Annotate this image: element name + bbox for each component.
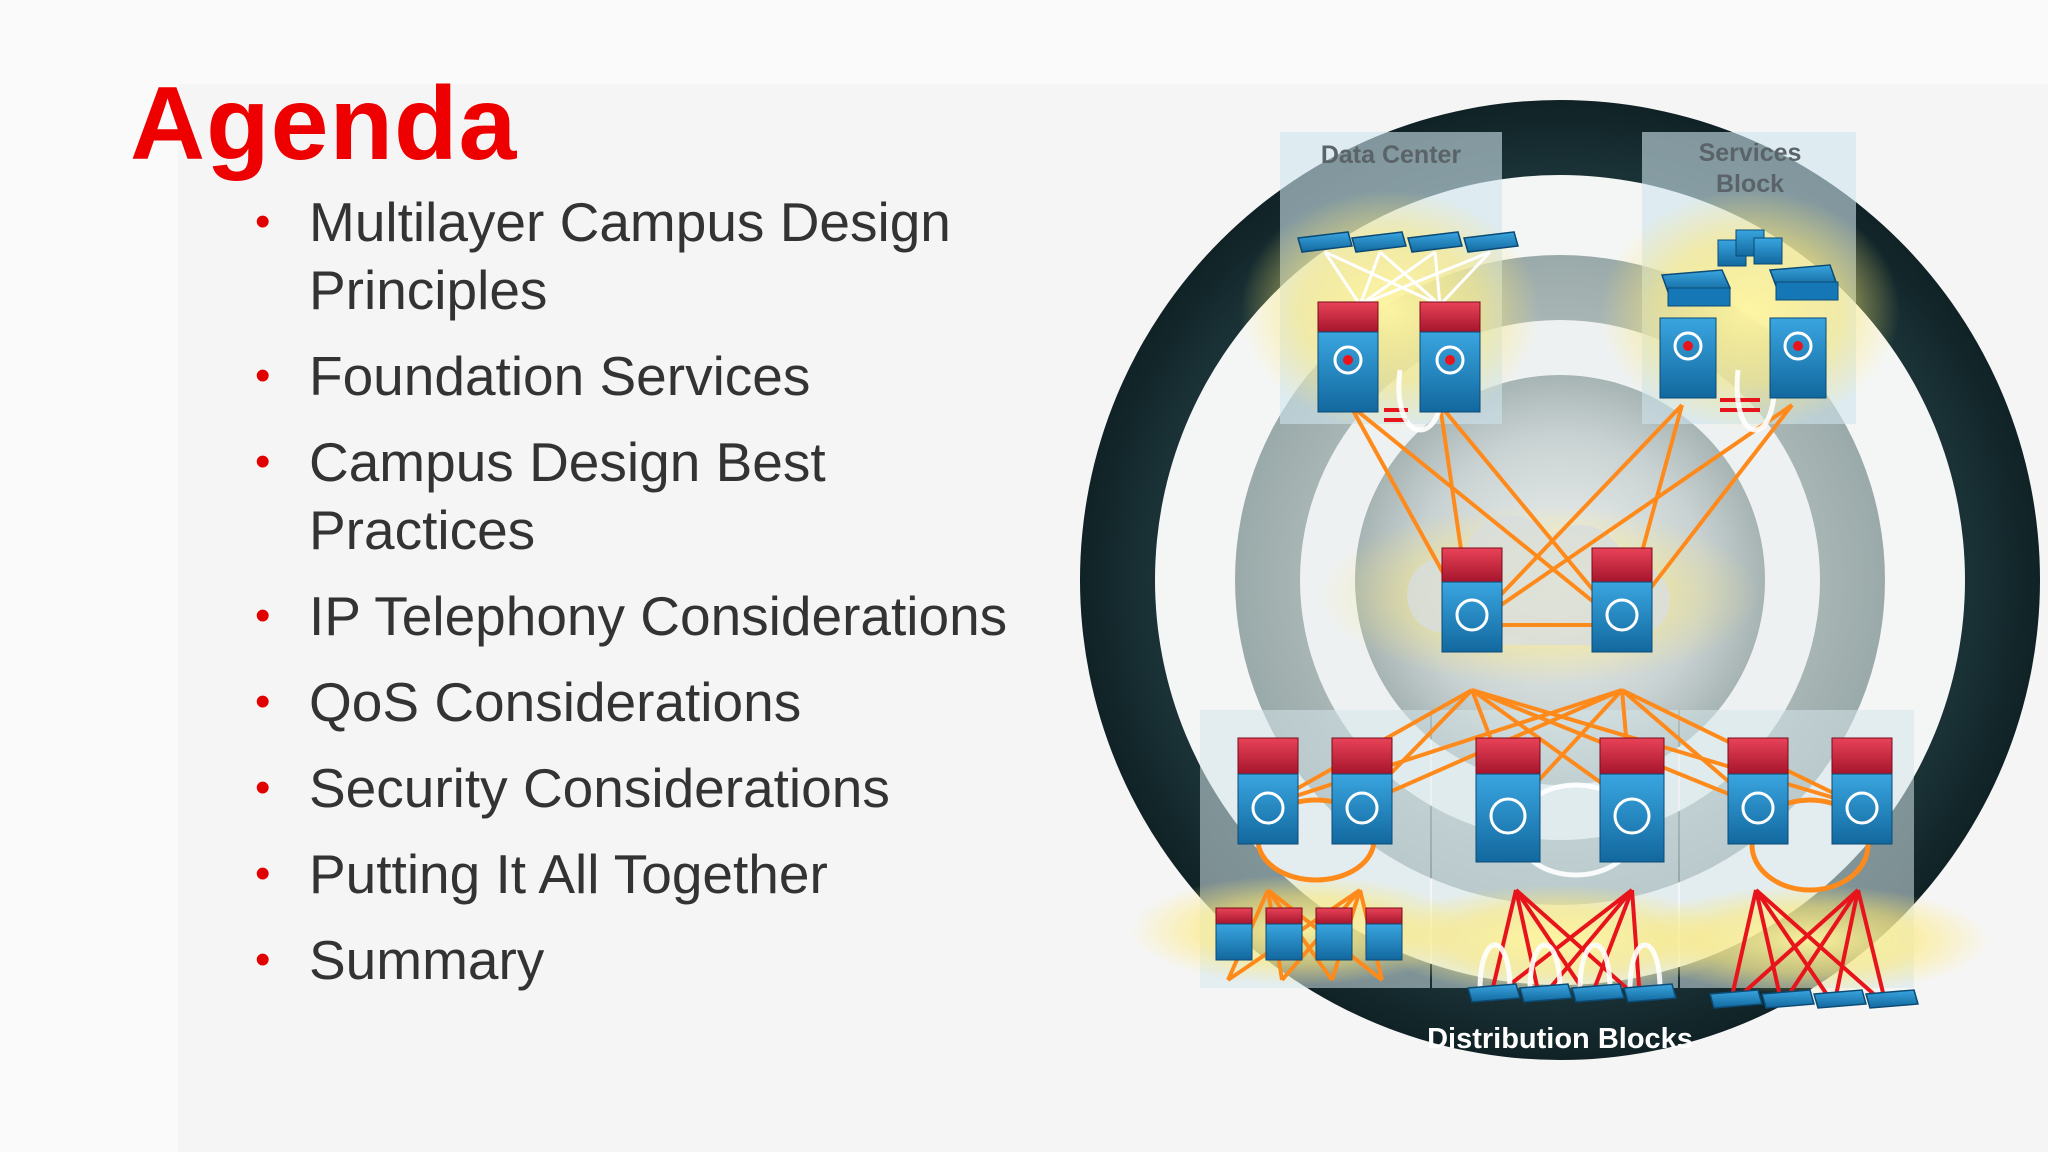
dc-fanout-links [1323, 250, 1492, 307]
core-switch-1 [1441, 547, 1503, 653]
bullet-icon: • [255, 197, 271, 246]
dc-switch-1 [1317, 301, 1379, 413]
bullet-icon: • [255, 591, 271, 640]
bullet-icon: • [255, 849, 271, 898]
bullet-icon: • [255, 935, 271, 984]
agenda-item: •Multilayer Campus Design Principles [255, 188, 1015, 324]
agenda-item: •Summary [255, 926, 1015, 994]
agenda-item: •IP Telephony Considerations [255, 582, 1015, 650]
agenda-item: •Campus Design Best Practices [255, 428, 1015, 564]
access-links-red [1384, 398, 1888, 1007]
agenda-item: •Foundation Services [255, 342, 1015, 410]
distribution-blocks-label: Distribution Blocks [1427, 1023, 1693, 1055]
glow-data-center [1240, 190, 1540, 430]
dc-switch-2 [1419, 301, 1481, 413]
services-appliances [1660, 264, 1839, 307]
bullet-icon: • [255, 763, 271, 812]
distribution-switch-5 [1727, 737, 1789, 845]
glow-access-2 [1376, 885, 1736, 995]
core-switch-2 [1591, 547, 1653, 653]
distribution-switch-3 [1475, 737, 1541, 863]
agenda-item: •QoS Considerations [255, 668, 1015, 736]
bullet-icon: • [255, 437, 271, 486]
slide-title: Agenda [130, 66, 518, 182]
dc-access-switches [1297, 231, 1519, 253]
access-switches-block-1 [1215, 907, 1403, 961]
distribution-switch-2 [1331, 737, 1393, 845]
services-servers [1717, 229, 1783, 267]
services-switch-2 [1769, 317, 1827, 399]
glow-services [1600, 190, 1900, 430]
services-switch-1 [1659, 317, 1717, 399]
distribution-switch-6 [1831, 737, 1893, 845]
data-center-label: Data Center [1321, 141, 1462, 169]
campus-network-diagram: Data Center Services Block Distribution … [1080, 100, 2040, 1060]
bullet-icon: • [255, 351, 271, 400]
services-block-label: Services Block [1698, 139, 1802, 198]
distribution-switch-4 [1599, 737, 1665, 863]
access-switches-block-2 [1467, 983, 1677, 1003]
agenda-item: •Putting It All Together [255, 840, 1015, 908]
bullet-icon: • [255, 677, 271, 726]
access-switches-block-3 [1709, 989, 1919, 1009]
agenda-list: •Multilayer Campus Design Principles •Fo… [255, 188, 1015, 1012]
distribution-switch-1 [1237, 737, 1299, 845]
agenda-item: •Security Considerations [255, 754, 1015, 822]
